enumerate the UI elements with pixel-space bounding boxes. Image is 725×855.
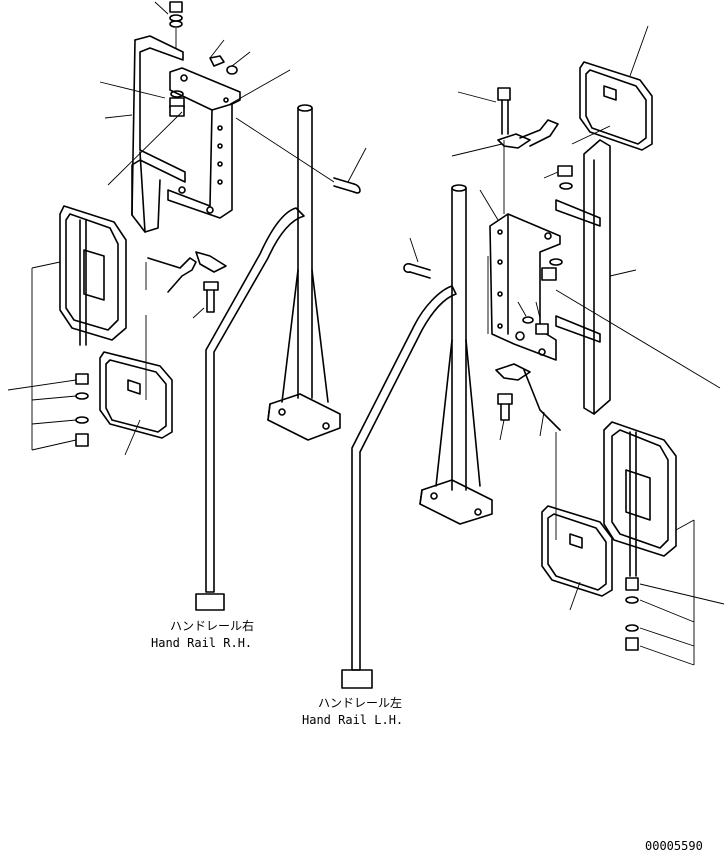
handrail-lh-jp-label: ハンドレール左: [318, 695, 402, 710]
hinge-bracket-right-lower: [495, 363, 561, 431]
u-bolt-right: [403, 237, 431, 279]
nut-washer-right-lower: [625, 577, 639, 651]
handrail-rh-jp-label: ハンドレール右: [170, 618, 254, 633]
hinge-bracket-right-upper: [497, 119, 559, 149]
cover-bar-right: [555, 139, 611, 415]
handrail-rh: [195, 104, 341, 611]
bolt-top-left: [169, 1, 183, 48]
bolt-top-right: [497, 87, 511, 135]
mirror-glass-right-lower: [541, 505, 613, 597]
handrail-lh-en-label: Hand Rail L.H.: [302, 713, 403, 727]
mirror-back-right: [603, 421, 677, 577]
nut-washer-upper-left: [169, 55, 238, 117]
leader-lines-right: [451, 25, 725, 666]
left-mirror-assembly: [7, 1, 291, 456]
handrail-lh: [341, 184, 493, 689]
mirror-back-left: [59, 205, 127, 346]
mirror-glass-right-upper: [579, 61, 653, 151]
right-mirror-assembly: [451, 25, 725, 666]
mirror-glass-left: [99, 351, 173, 439]
mounting-plate-right: [489, 213, 561, 361]
u-bolt-center: [235, 117, 367, 194]
handrail-rh-en-label: Hand Rail R.H.: [151, 636, 252, 650]
hinge-bracket-left: [147, 251, 227, 313]
leader-lines-left: [7, 1, 291, 456]
mounting-plate-left: [167, 67, 241, 219]
mirror-bracket-left: [131, 35, 186, 233]
drawing-number: 00005590: [645, 839, 703, 853]
nut-washer-right-upper: [522, 165, 573, 335]
nut-washer-lower-left: [75, 373, 89, 447]
